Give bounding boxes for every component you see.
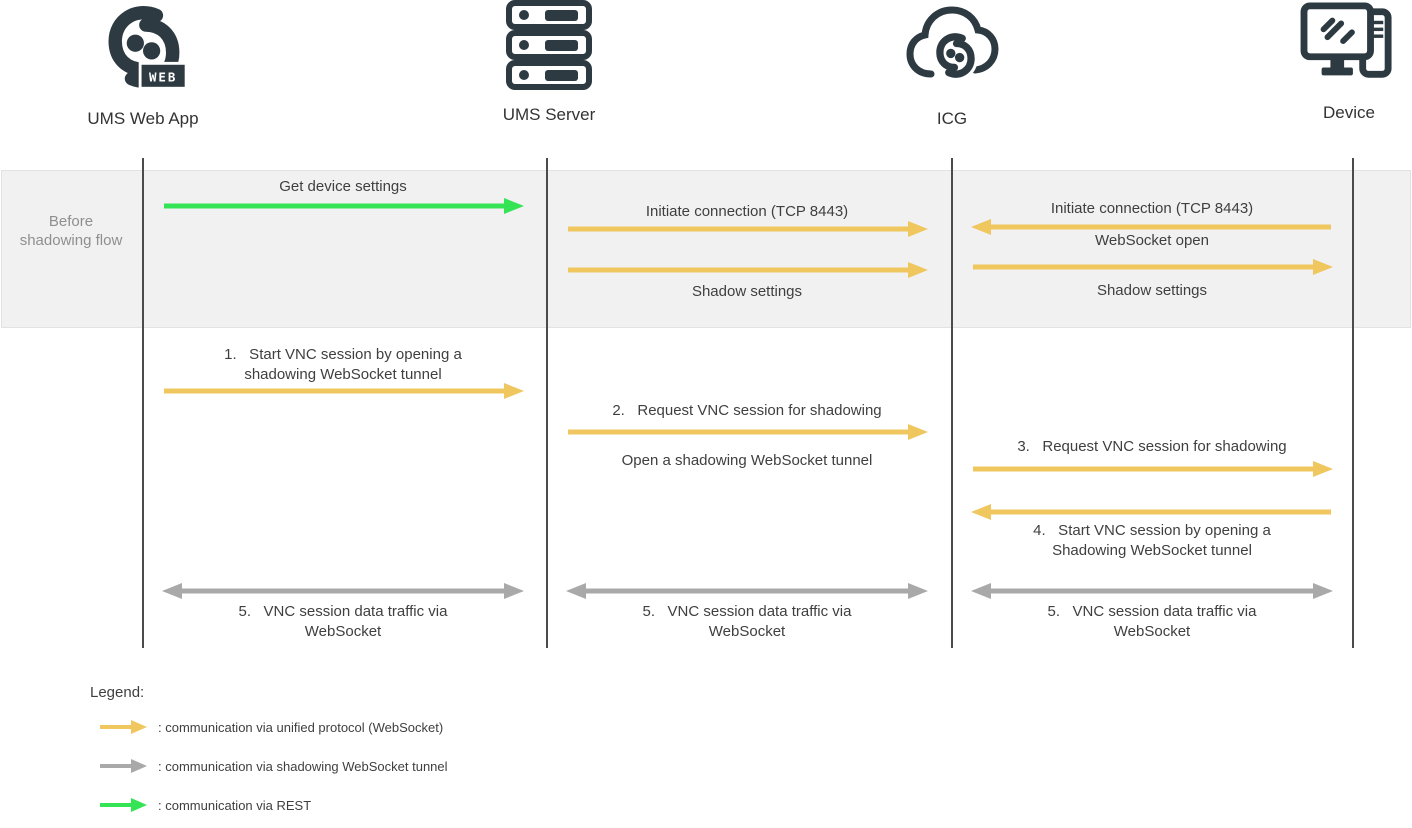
actor-label: Device [1323, 103, 1375, 122]
legend-title: Legend: [90, 684, 145, 701]
label-step2: 2. Request VNC session for shadowing [612, 402, 882, 419]
arrow-websocket-open [972, 259, 1333, 275]
arrow-step1 [163, 383, 524, 399]
lifeline-ums-web-app [142, 158, 144, 648]
actor-label: UMS Server [502, 105, 596, 124]
legend-item-label: : communication via shadowing WebSocket … [158, 758, 448, 774]
label-get-device-settings: Get device settings [279, 178, 407, 195]
legend-item-unified: : communication via unified protocol (We… [100, 718, 443, 736]
label-initiate-device-icg: Initiate connection (TCP 8443) [1050, 200, 1254, 217]
legend-item-rest: : communication via REST [100, 796, 311, 814]
arrow-step4 [971, 504, 1332, 520]
label-shadow-settings-server-icg: Shadow settings [691, 283, 803, 300]
label-step1: 1. Start VNC session by opening a shadow… [224, 346, 462, 383]
arrow-step5-server-icg [566, 583, 928, 599]
label-step5-server-icg: 5. VNC session data traffic via WebSocke… [642, 603, 852, 640]
web-badge: WEB [138, 61, 188, 90]
actor-ums-web-app: WEB UMS Web App [43, 0, 243, 129]
legend-item-label: : communication via REST [158, 797, 312, 813]
label-initiate-server-icg: Initiate connection (TCP 8443) [645, 203, 849, 220]
actor-icg: ICG [852, 0, 1052, 129]
arrow-step5-icg-device [971, 583, 1333, 599]
label-websocket-open: WebSocket open [1095, 232, 1209, 249]
arrow-initiate-server-icg [567, 221, 928, 237]
arrow-step3 [972, 461, 1333, 477]
legend-item-tunnel: : communication via shadowing WebSocket … [100, 757, 448, 775]
svg-text:WEB: WEB [149, 70, 177, 85]
igel-web-logo-icon: WEB [108, 6, 188, 90]
label-step5-icg-device: 5. VNC session data traffic via WebSocke… [1047, 603, 1257, 640]
label-step2-note: Open a shadowing WebSocket tunnel [621, 452, 873, 469]
server-stack-icon [506, 0, 592, 90]
arrow-shadow-settings-server-icg [567, 262, 928, 278]
actor-ums-server: UMS Server [449, 0, 649, 125]
before-shadowing-band-label: Before shadowing flow [19, 213, 123, 249]
label-step3: 3. Request VNC session for shadowing [1017, 438, 1287, 455]
unified-protocol-arrow-icon [100, 719, 147, 735]
arrow-step5-web-server [162, 583, 524, 599]
shadowing-tunnel-arrow-icon [100, 758, 147, 774]
label-shadow-settings-icg-device: Shadow settings [1096, 282, 1208, 299]
device-monitor-icon [1300, 2, 1392, 78]
lifeline-device [1352, 158, 1354, 648]
arrow-initiate-device-icg [971, 219, 1332, 235]
actor-device: Device [1249, 0, 1412, 123]
actor-label: ICG [936, 109, 968, 128]
lifeline-ums-server [546, 158, 548, 648]
before-shadowing-band [1, 170, 1411, 328]
legend-item-label: : communication via unified protocol (We… [158, 719, 444, 735]
arrow-step2 [567, 424, 928, 440]
label-step5-web-server: 5. VNC session data traffic via WebSocke… [238, 603, 448, 640]
lifeline-icg [951, 158, 953, 648]
arrow-get-device-settings [163, 198, 524, 214]
rest-arrow-icon [100, 797, 147, 813]
label-step4: 4. Start VNC session by opening a Shadow… [1033, 522, 1271, 559]
actor-label: UMS Web App [87, 109, 199, 128]
cloud-logo-icon [906, 6, 999, 81]
